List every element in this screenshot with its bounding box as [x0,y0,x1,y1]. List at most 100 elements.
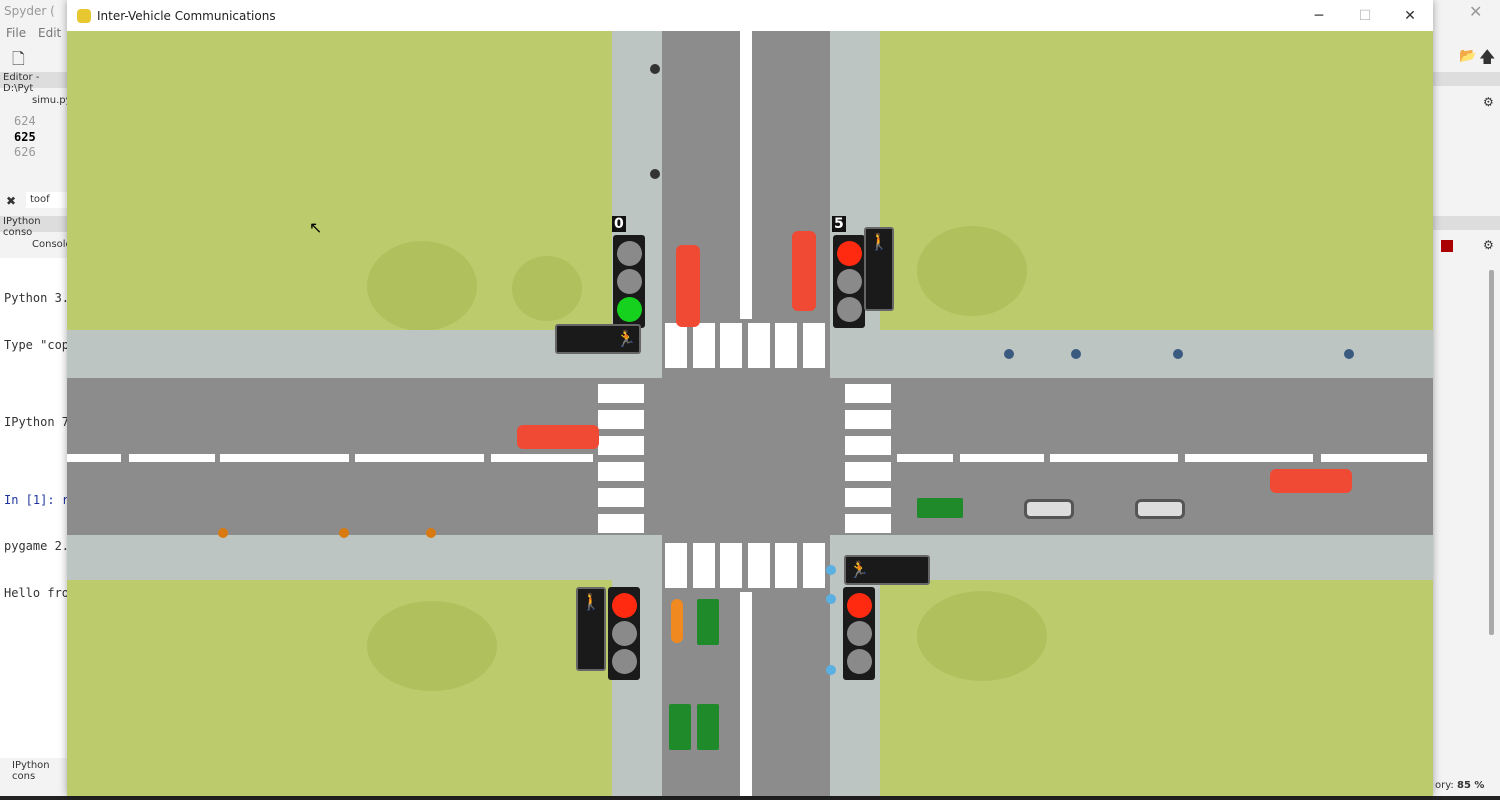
mouse-cursor-icon: ↖ [309,218,323,237]
settings-icon[interactable]: ⚙ [1483,95,1494,109]
pedestrian [1004,349,1014,359]
pedestrian [1173,349,1183,359]
crosswalk-stripe [802,543,825,588]
console-output[interactable]: Python 3. Type "cop IPython 7 In [1]: r … [0,258,70,758]
lane-dash [1050,454,1178,462]
lane-dash [355,454,484,462]
console-line: Python 3. [4,291,70,305]
parent-dir-icon[interactable]: 🡅 [1479,47,1496,66]
maximize-button[interactable]: ☐ [1358,7,1372,24]
settings-icon[interactable]: ⚙ [1483,238,1494,252]
window-titlebar[interactable]: Inter-Vehicle Communications ─ ☐ ✕ [67,0,1433,31]
taskbar-edge [0,796,1500,800]
console-line: Type "cop [4,337,70,352]
window-title: Inter-Vehicle Communications [97,8,276,23]
pedestrian [426,528,436,538]
signal-counter: 0 [612,216,626,232]
pedestrian [826,665,836,675]
spyder-close-icon[interactable]: ✕ [1469,2,1483,21]
lane-dash [129,454,215,462]
pedestrian-signal-sw: 🚶 [576,587,606,671]
menu-edit[interactable]: Edit [38,26,62,40]
lamp-red [611,593,637,618]
file-tab[interactable]: simu.py [32,95,72,106]
pedestrian [826,565,836,575]
open-folder-icon[interactable]: 📂 [1459,48,1477,64]
close-button[interactable]: ✕ [1404,7,1416,24]
close-find-icon[interactable]: ✖ [6,194,17,208]
console-line: pygame 2. [4,539,70,553]
lamp-yellow [836,269,862,294]
editor-title: Editor - D:\Pyt [0,72,67,94]
crosswalk-stripe [598,514,644,533]
new-file-icon[interactable]: 🗋 [12,49,25,68]
red-car [1270,469,1352,493]
red-car [792,231,816,311]
crosswalk-stripe [598,462,644,481]
tree [367,601,497,691]
line-number: 624 [14,114,36,128]
crosswalk-stripe [598,436,644,455]
crosswalk-stripe [598,384,644,403]
pedestrian-signal-nw: 🏃 [555,324,641,354]
crosswalk-stripe [692,323,715,368]
traffic-light-ne [833,235,865,328]
crosswalk-stripe [692,543,715,588]
memory-status: ory: 85 % [1435,780,1484,791]
green-truck [669,704,691,750]
pedestrian-red-icon: 🚶 [869,232,889,251]
crosswalk-stripe [845,436,891,455]
silver-car [1135,499,1185,519]
crosswalk-stripe [845,488,891,507]
lane-dash [67,454,121,462]
crosswalk-stripe [720,543,742,588]
console-tab[interactable]: Console [32,239,72,250]
crosswalk-stripe [598,488,644,507]
lane-dash [897,454,953,462]
bottom-console-tab[interactable]: IPython cons [12,760,50,782]
intersection-canvas[interactable]: 0 🏃 5 🚶 🚶 🏃 [67,31,1433,796]
pedestrian [1344,349,1354,359]
scrollbar[interactable] [1489,270,1494,635]
crosswalk-stripe [775,543,797,588]
simulation-window: Inter-Vehicle Communications ─ ☐ ✕ [67,0,1433,796]
lane-dash [1185,454,1313,462]
spyder-title: Spyder ( [4,4,55,18]
find-input[interactable]: toof [26,192,67,208]
stop-icon[interactable] [1441,240,1453,252]
traffic-light-se [843,587,875,680]
pedestrian-green-icon: 🏃 [849,560,869,579]
motorcycle [671,599,683,643]
silver-car [1024,499,1074,519]
lamp-green [846,649,872,674]
lane-dash [960,454,1044,462]
lane-dash [1321,454,1427,462]
lamp-green [616,297,642,322]
console-line: In [1]: r [4,492,70,507]
red-car [517,425,599,449]
green-truck [697,704,719,750]
pane-header [1433,216,1500,230]
lamp-green [836,297,862,322]
tree [917,226,1027,316]
console-line: Hello fro [4,585,70,600]
crosswalk-stripe [665,323,687,368]
pedestrian [1071,349,1081,359]
tree [367,241,477,331]
tree [512,256,582,321]
minimize-button[interactable]: ─ [1314,7,1324,24]
spyder-right-pane: ✕ 📂 🡅 ⚙ ⚙ ory: 85 % [1433,0,1500,800]
pedestrian [650,64,660,74]
green-truck [697,599,719,645]
menu-file[interactable]: File [6,26,27,40]
lane-dash [220,454,349,462]
crosswalk-stripe [845,462,891,481]
crosswalk-stripe [598,410,644,429]
lamp-yellow [846,621,872,646]
tree [917,591,1047,681]
memory-value: 85 % [1456,780,1485,791]
pedestrian [218,528,228,538]
lamp-red [846,593,872,618]
crosswalk-stripe [775,323,797,368]
pygame-icon [77,8,91,23]
